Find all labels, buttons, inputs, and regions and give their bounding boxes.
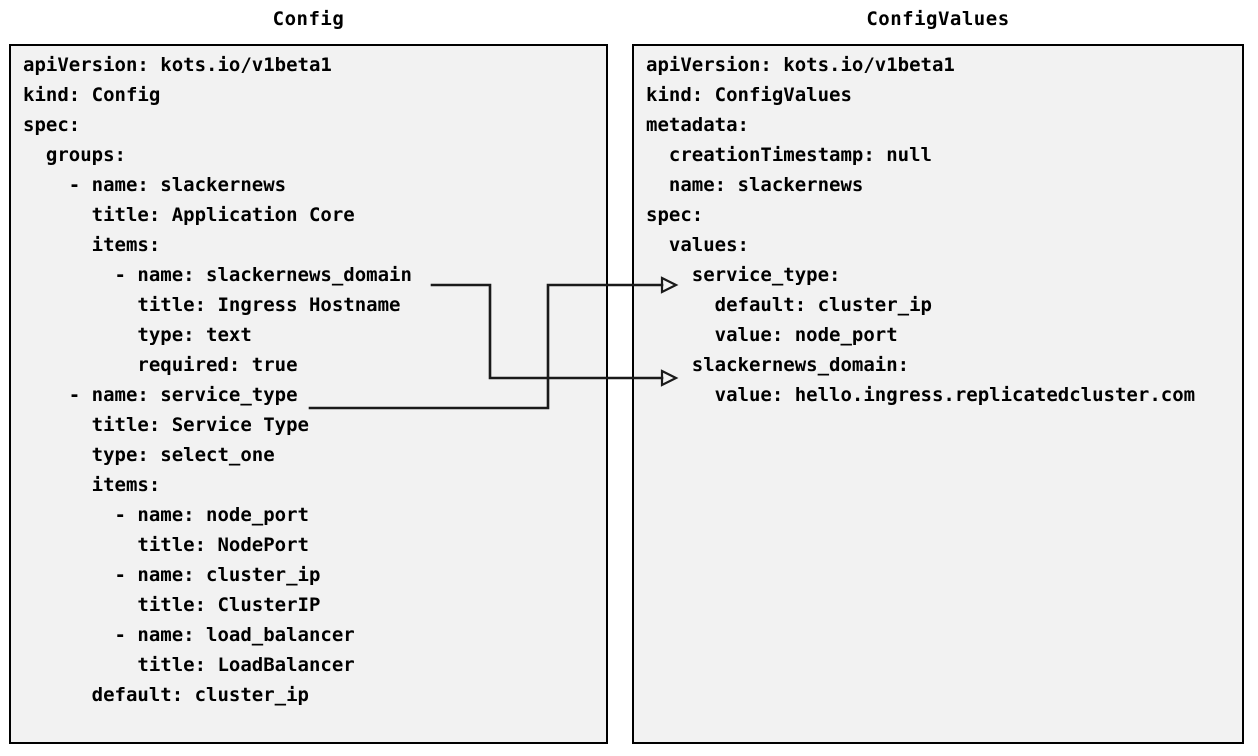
config-yaml-line: spec: [23,114,81,136]
config-yaml-line: kind: Config [23,84,161,106]
config-yaml-line: title: Ingress Hostname [23,294,401,316]
config-yaml-line: - name: node_port [23,504,309,526]
config-yaml-panel: apiVersion: kots.io/v1beta1 kind: Config s… [9,44,608,744]
config-yaml-line: required: true [23,354,298,376]
configvalues-yaml-line: values: [646,234,749,256]
configvalues-yaml-line: slackernews_domain: [646,354,910,376]
config-yaml-line: type: select_one [23,444,275,466]
configvalues-yaml-line: value: hello.ingress.replicatedcluster.c… [646,384,1196,406]
config-yaml-line: - name: service_type [23,384,298,406]
configvalues-yaml-line: default: cluster_ip [646,294,932,316]
config-yaml-line: type: text [23,324,252,346]
config-yaml-line: groups: [23,144,126,166]
config-yaml-line: title: LoadBalancer [23,654,355,676]
configvalues-yaml-line: service_type: [646,264,841,286]
configvalues-yaml-body: apiVersion: kots.io/v1beta1 kind: ConfigV… [646,50,1242,410]
configvalues-yaml-line: value: node_port [646,324,898,346]
configvalues-yaml-line: metadata: [646,114,749,136]
configvalues-yaml-panel: apiVersion: kots.io/v1beta1 kind: ConfigV… [632,44,1244,744]
configvalues-panel-title: ConfigValues [866,8,1010,30]
config-yaml-line: - name: cluster_ip [23,564,321,586]
config-yaml-line: - name: slackernews_domain [23,264,412,286]
config-yaml-line: - name: load_balancer [23,624,355,646]
config-yaml-body: apiVersion: kots.io/v1beta1 kind: Config s… [23,50,606,710]
config-panel-title: Config [272,8,345,30]
configvalues-yaml-line: apiVersion: kots.io/v1beta1 [646,54,955,76]
configvalues-yaml-line: creationTimestamp: null [646,144,932,166]
config-yaml-line: items: [23,474,161,496]
config-yaml-line: title: Service Type [23,414,309,436]
configvalues-yaml-line: kind: ConfigValues [646,84,852,106]
config-yaml-line: title: NodePort [23,534,309,556]
config-yaml-line: items: [23,234,161,256]
configvalues-yaml-line: name: slackernews [646,174,864,196]
config-yaml-line: title: ClusterIP [23,594,321,616]
config-yaml-line: default: cluster_ip [23,684,309,706]
config-yaml-line: - name: slackernews [23,174,287,196]
config-yaml-line: title: Application Core [23,204,355,226]
config-yaml-line: apiVersion: kots.io/v1beta1 [23,54,332,76]
configvalues-yaml-line: spec: [646,204,704,226]
